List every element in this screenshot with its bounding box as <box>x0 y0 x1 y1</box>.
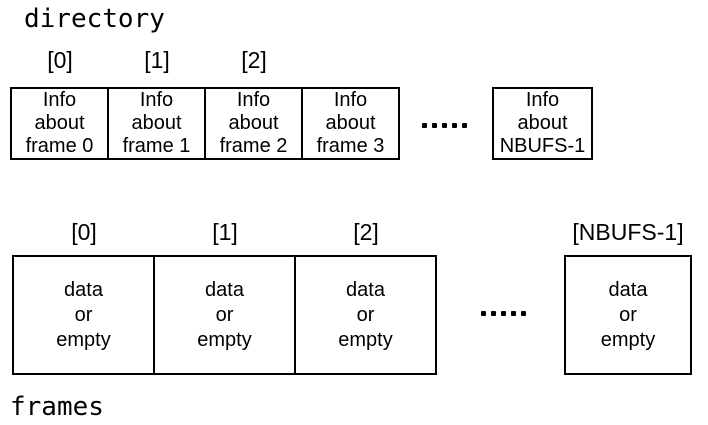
directory-cell-nbufs-1: Info about NBUFS-1 <box>494 89 591 158</box>
cell-line: about <box>131 112 182 134</box>
dot-icon <box>452 123 457 128</box>
cell-line: Info <box>333 89 368 111</box>
cell-line: NBUFS-1 <box>499 135 586 157</box>
cell-line: frame 2 <box>219 135 288 157</box>
cell-line: about <box>228 112 279 134</box>
dot-icon <box>481 311 486 316</box>
frames-title: frames <box>10 392 104 422</box>
cell-line: data <box>608 278 648 301</box>
frames-index-label-nbufs-1: [NBUFS-1] <box>572 219 684 245</box>
frame-cell-nbufs-1: data or empty <box>566 257 690 373</box>
cell-line: Info <box>42 89 77 111</box>
cell-line: about <box>34 112 85 134</box>
cell-line: empty <box>197 328 252 351</box>
cell-line: or <box>74 303 93 326</box>
cell-line: empty <box>600 328 656 351</box>
dot-icon <box>511 311 516 316</box>
directory-cell-1: Info about frame 1 <box>107 89 204 158</box>
cell-line: or <box>619 303 637 326</box>
cell-line: Info <box>525 89 560 111</box>
frames-index-label-1: [1] <box>212 219 238 245</box>
cell-line: data <box>64 278 103 301</box>
directory-title: directory <box>24 4 165 34</box>
cell-line: empty <box>338 328 393 351</box>
frames-index-label-0: [0] <box>71 219 97 245</box>
dot-icon <box>422 123 427 128</box>
frame-cell-0: data or empty <box>14 257 153 373</box>
frames-last-cell-box: data or empty <box>564 255 692 375</box>
directory-index-label-1: [1] <box>144 47 170 73</box>
ellipsis-dots-icon <box>481 311 526 316</box>
frame-cell-2: data or empty <box>294 257 435 373</box>
cell-line: about <box>325 112 376 134</box>
frame-cell-1: data or empty <box>153 257 294 373</box>
cell-line: empty <box>56 328 111 351</box>
directory-last-cell-box: Info about NBUFS-1 <box>492 87 593 160</box>
cell-line: frame 1 <box>122 135 191 157</box>
cell-line: frame 3 <box>316 135 385 157</box>
cell-line: Info <box>139 89 174 111</box>
directory-cell-3: Info about frame 3 <box>301 89 398 158</box>
directory-cell-2: Info about frame 2 <box>204 89 301 158</box>
cell-line: about <box>517 112 568 134</box>
frames-index-label-2: [2] <box>353 219 379 245</box>
cell-line: data <box>205 278 244 301</box>
directory-index-label-0: [0] <box>47 47 73 73</box>
directory-index-label-2: [2] <box>241 47 267 73</box>
dot-icon <box>491 311 496 316</box>
ellipsis-dots-icon <box>422 123 467 128</box>
directory-array: Info about frame 0 Info about frame 1 In… <box>10 87 400 160</box>
dot-icon <box>462 123 467 128</box>
dot-icon <box>432 123 437 128</box>
dot-icon <box>442 123 447 128</box>
dot-icon <box>501 311 506 316</box>
cell-line: frame 0 <box>25 135 94 157</box>
directory-cell-0: Info about frame 0 <box>12 89 107 158</box>
cell-line: data <box>346 278 385 301</box>
dot-icon <box>521 311 526 316</box>
cell-line: Info <box>236 89 271 111</box>
cell-line: or <box>215 303 234 326</box>
cell-line: or <box>356 303 375 326</box>
frames-array: data or empty data or empty data or empt… <box>12 255 437 375</box>
